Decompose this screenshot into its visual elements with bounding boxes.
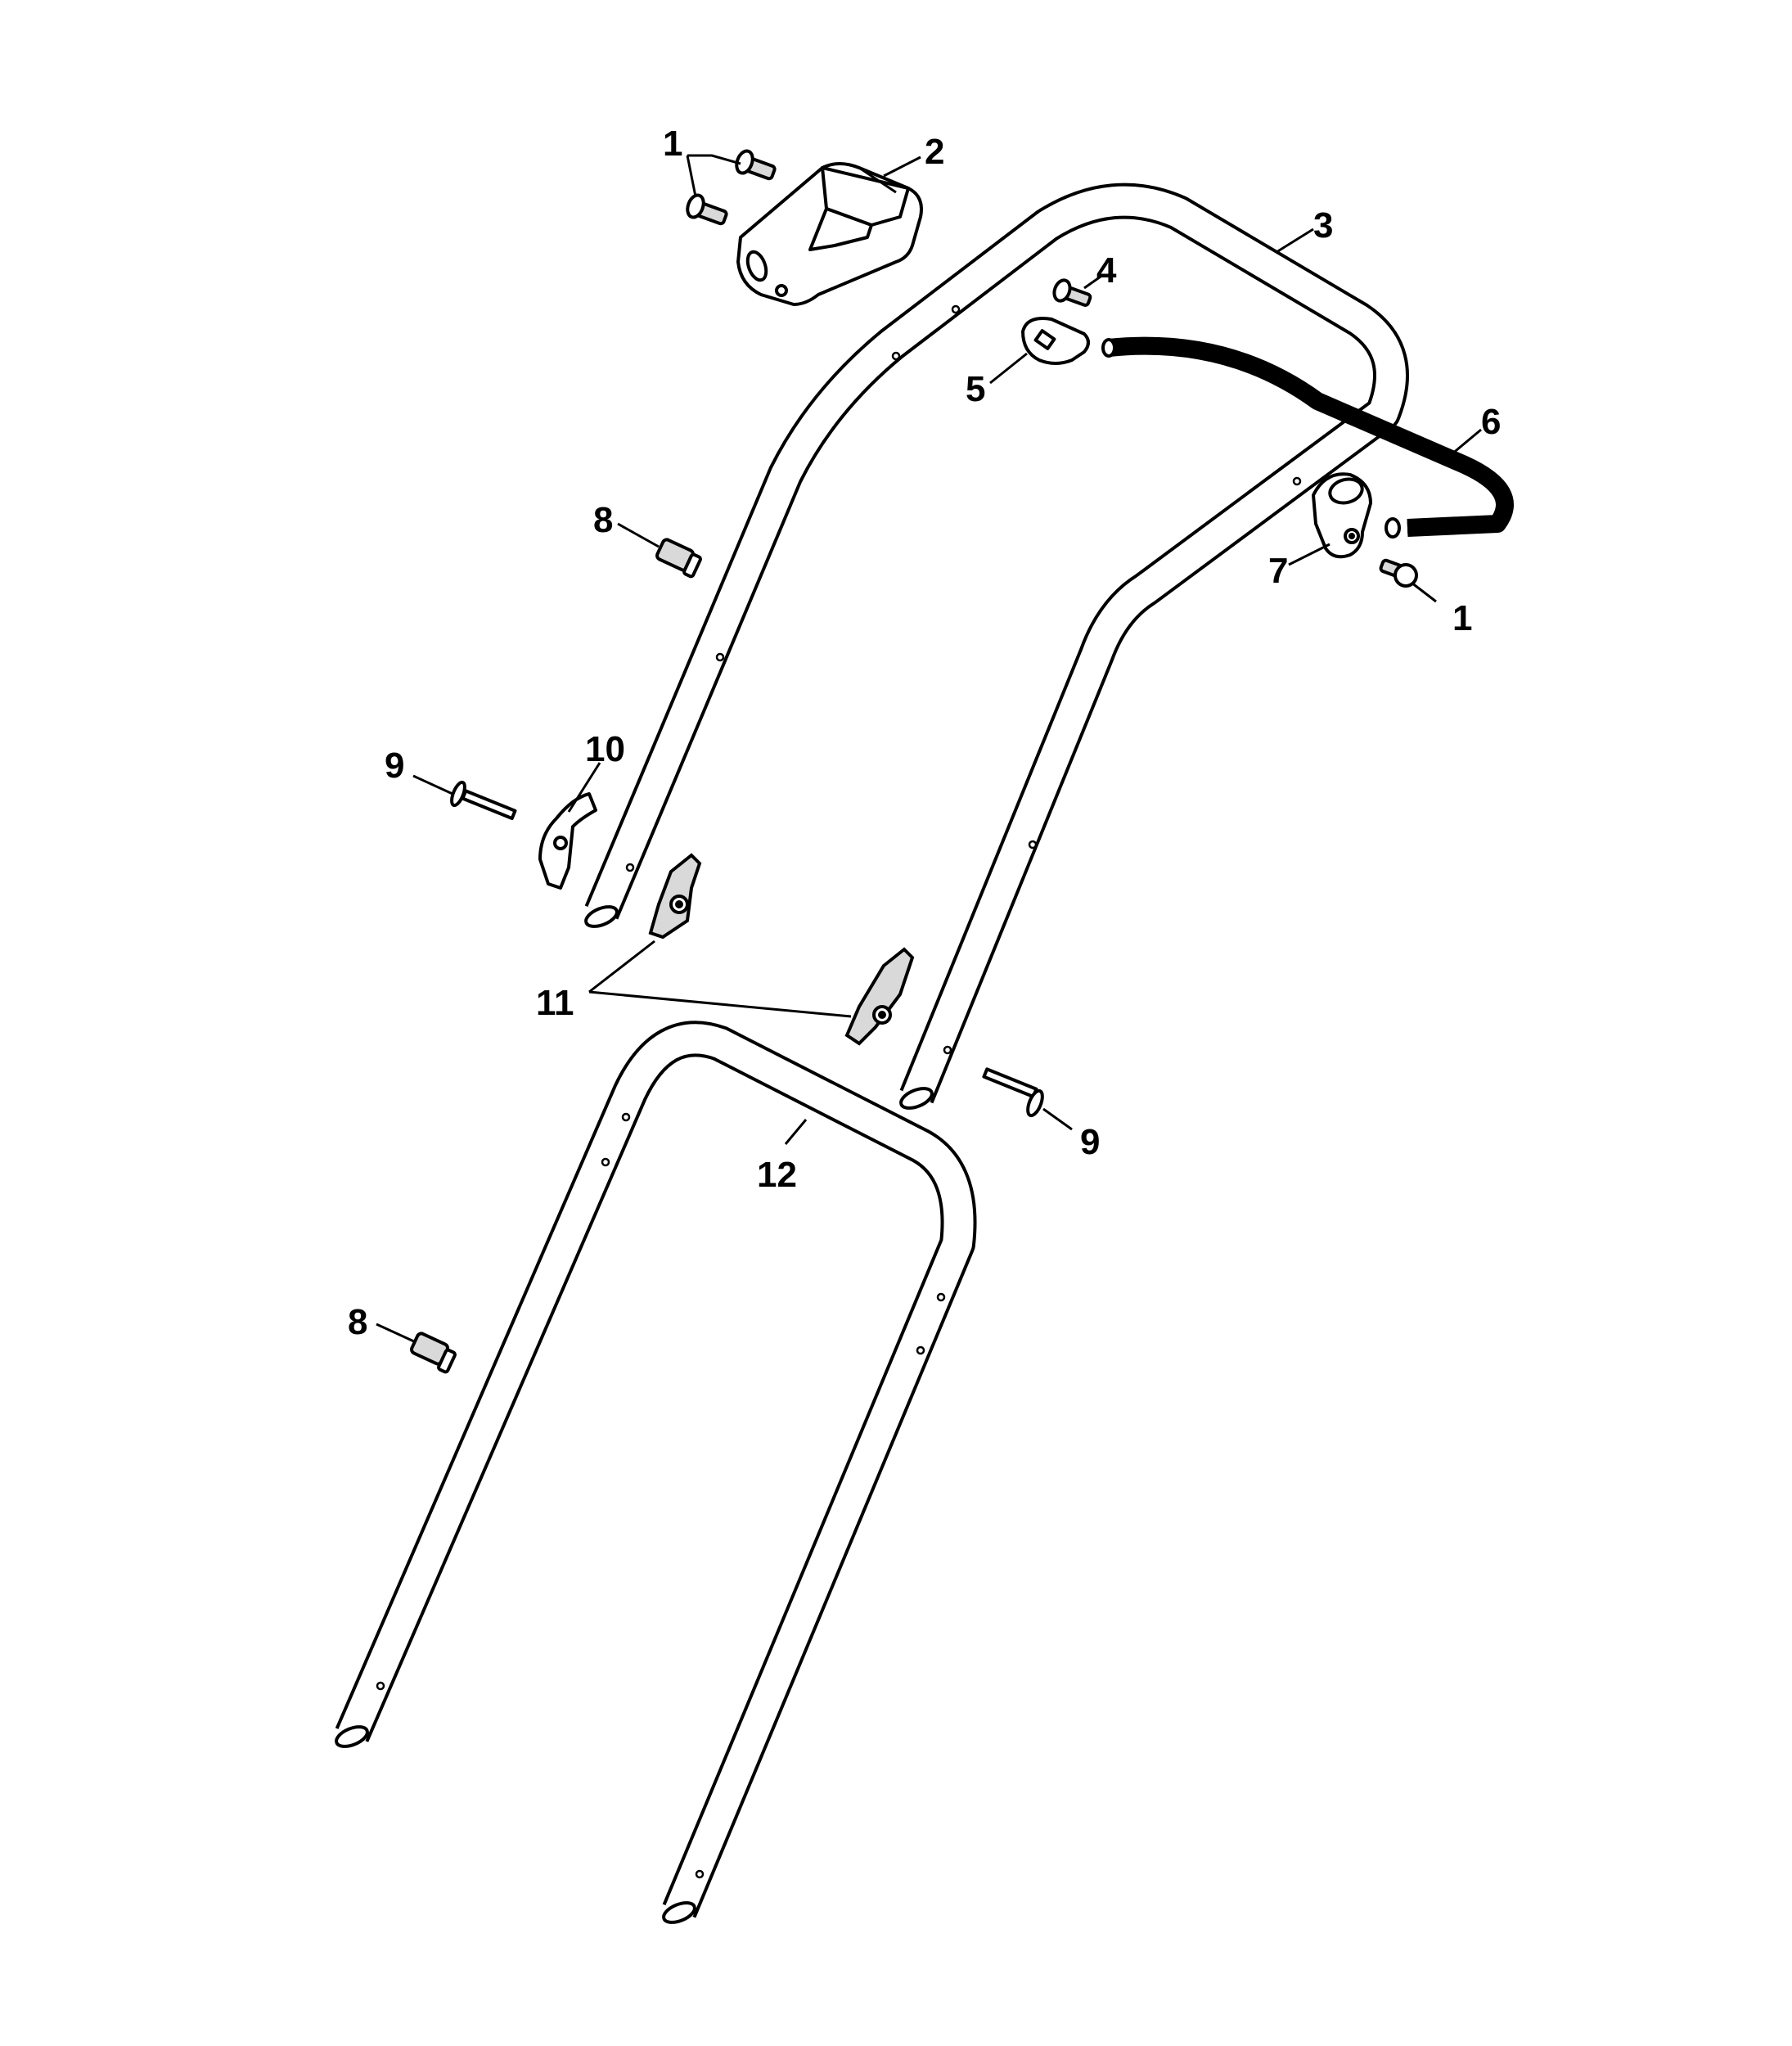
screw-right [1379,558,1418,588]
wing-knob-right [844,947,915,1046]
screw-top-b [686,193,728,226]
end-plug-upper [655,538,702,579]
callout-labels: 1 2 3 4 5 6 7 1 8 10 9 11 9 12 8 [348,124,1501,1342]
grip-cover [736,162,923,306]
bolt-right [982,1067,1044,1118]
callout-8-upper: 8 [593,500,613,540]
callout-9-right: 9 [1080,1122,1100,1162]
callout-2: 2 [925,132,944,172]
screw-top-a [735,149,777,181]
lower-handle [335,1021,977,1924]
upper-handle [584,183,1409,1110]
callout-1-right: 1 [1452,598,1472,638]
callout-1-top: 1 [663,124,682,164]
screw-4 [1052,278,1092,307]
end-plug-lower [410,1332,457,1374]
callout-10: 10 [585,729,625,769]
clamp-bracket [538,792,597,890]
callout-12: 12 [757,1155,797,1195]
cable-bracket [1312,472,1372,559]
callout-11: 11 [536,983,574,1023]
callout-4: 4 [1096,250,1117,291]
callout-5: 5 [966,369,985,409]
callout-7: 7 [1268,551,1288,591]
callout-6: 6 [1481,402,1501,442]
cable-clip [1021,317,1090,365]
callout-8-lower: 8 [348,1302,367,1342]
leader-lines [376,154,1482,1344]
callout-3: 3 [1313,205,1333,246]
bolt-left [450,780,517,820]
callout-9-left: 9 [385,746,404,786]
control-cable [1101,336,1514,539]
wing-knob-left [648,853,702,940]
